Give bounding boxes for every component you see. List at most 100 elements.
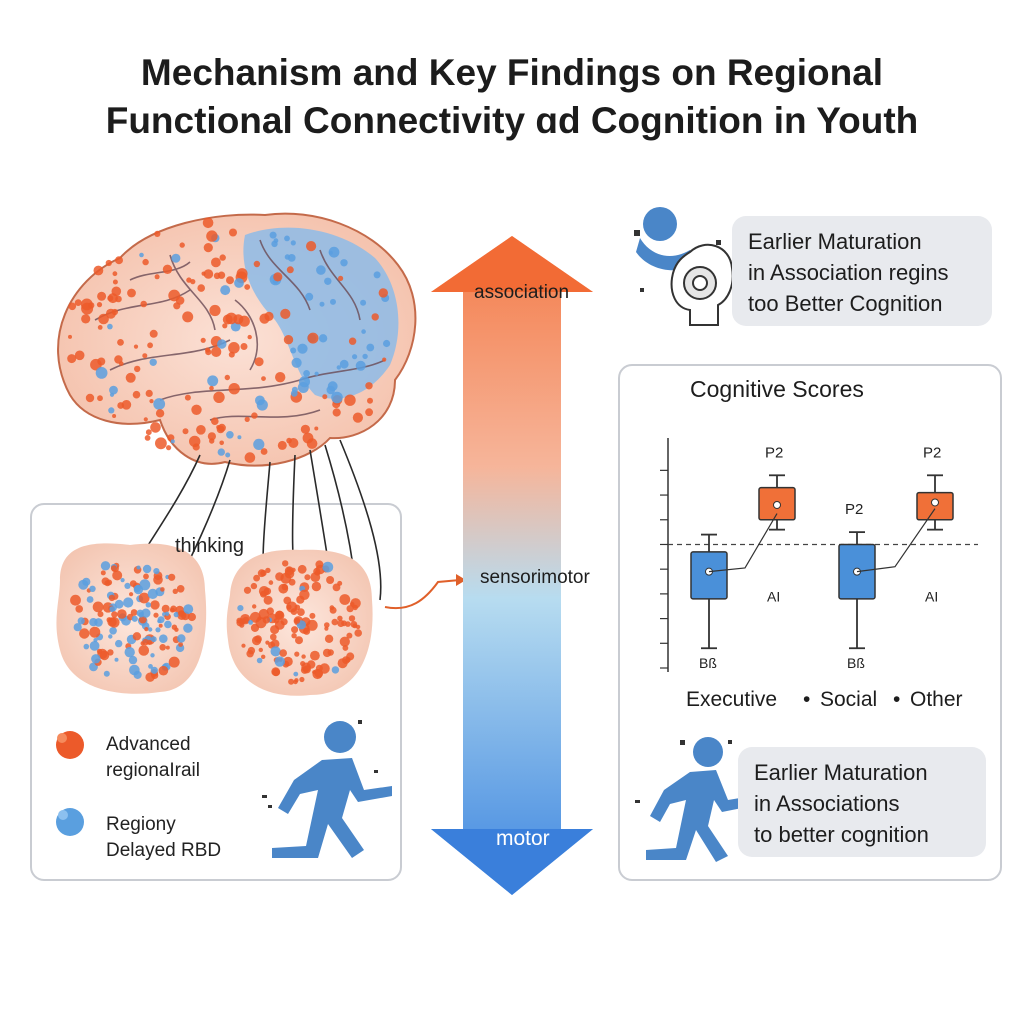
region-dot [241,643,246,648]
region-dot [148,627,153,632]
legend-advanced-line2: regionaIrail [106,760,200,781]
region-dot [297,564,307,574]
region-dot [324,622,330,628]
region-dot [248,620,254,625]
region-dot [324,634,334,643]
region-dot [77,617,85,625]
brain-dot [260,448,268,455]
brain-dot [307,332,319,344]
region-dot [178,610,185,617]
pointer-arrow [384,579,461,610]
brain-dot [121,400,132,410]
brain-dot [253,438,265,450]
brain-dot [297,343,308,354]
brain-dot [378,288,388,298]
brain-dot [203,243,213,253]
box-label-top: P2 [923,444,941,461]
brain-dot [324,277,332,285]
region-dot [252,604,257,609]
association-motor-axis-arrow [431,236,593,895]
axis-label-motor: motor [496,827,550,850]
region-dot [271,667,281,677]
brain-dot [362,353,368,360]
region-dot [89,641,100,651]
box-label-top: P2 [765,444,783,461]
region-dot [329,605,335,611]
brain-dot [280,308,291,319]
region-dot [145,602,151,608]
legend-delayed-line2: Delayed RBD [106,840,222,861]
brain-dot [365,408,373,417]
region-dot [158,665,169,676]
callout-top-line3: too Better Cognition [748,291,943,316]
region-dot [115,639,123,648]
region-dot [299,676,305,683]
brain-dot [190,279,196,285]
brain-dot [373,271,381,279]
region-dot [332,583,341,592]
region-dot [262,616,270,624]
brain-dot [330,298,336,305]
brain-dot [93,265,104,276]
region-dot [100,561,111,571]
box-label-bottom: AI [767,589,780,605]
callout-bottom: Earlier Maturation in Associations to be… [738,747,986,857]
region-dot [302,665,311,674]
region-dot [254,635,262,643]
region-dot [112,570,123,581]
brain-dot [115,256,123,265]
region-dot [288,578,296,586]
region-dot [89,585,96,592]
brain-dot [244,416,250,422]
brain-dot [254,357,264,367]
brain-dot [236,268,248,280]
brain-dot [344,394,356,406]
brain-dot [143,417,148,422]
region-dot [114,657,119,662]
region-dot [70,594,81,606]
brain-dot [226,431,234,439]
brain-dot [290,240,296,246]
brain-dot [171,253,181,263]
region-dot [322,561,334,573]
region-dot [164,620,172,629]
legend-delayed-marker [56,808,84,836]
region-dot [290,608,298,615]
region-dot [129,580,137,587]
region-dot [275,572,284,581]
region-dot [109,627,117,635]
region-dot [283,656,293,667]
region-dot [265,567,271,574]
region-dot [270,646,281,657]
brain-dot [154,230,161,237]
brain-dot [139,252,144,258]
region-dot [266,607,274,615]
region-dot [176,585,185,593]
region-dot [354,629,363,637]
brain-dot [226,276,234,285]
brain-dot [96,302,103,308]
brain-dot [331,391,343,404]
brain-dot [153,398,166,410]
brain-dot [111,286,122,297]
region-dot [117,609,127,619]
brain-dot [134,365,141,373]
region-dot [236,619,244,627]
brain-dot [95,367,108,379]
region-dot [153,575,163,585]
region-dot [107,649,114,656]
region-dot [310,572,321,582]
brain-dot [228,383,240,395]
region-dot [153,612,159,618]
brain-dot [209,385,214,391]
region-dot [138,645,150,656]
brain-dot [200,337,206,343]
brain-dot [108,407,115,414]
region-dot [345,621,351,627]
region-dot [342,656,350,664]
region-dot [114,599,124,609]
brain-dot [222,323,228,329]
brain-dot [155,437,167,450]
